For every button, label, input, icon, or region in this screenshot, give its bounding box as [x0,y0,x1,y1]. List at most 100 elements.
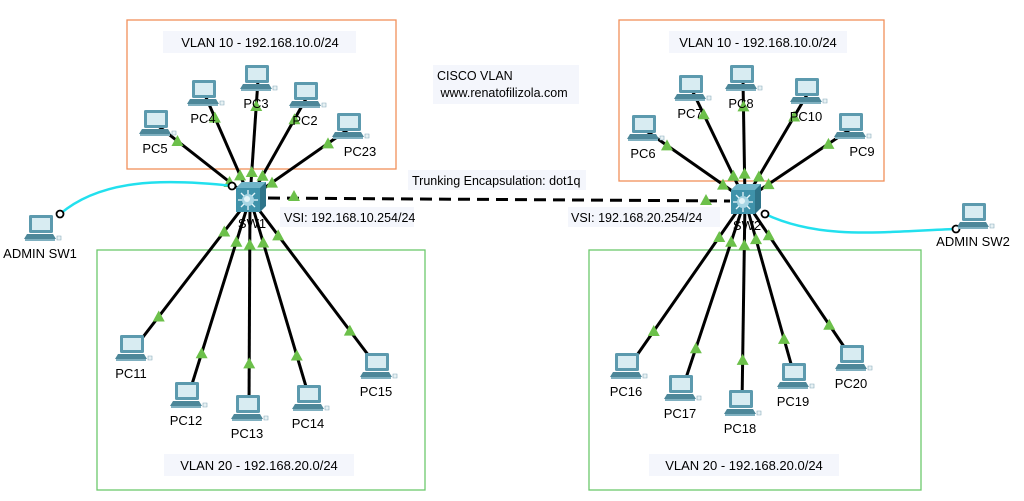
pc-label: PC14 [292,416,325,431]
pc-admin-sw2[interactable]: ADMIN SW2 [936,202,1010,249]
link-status-icon [195,347,208,359]
link-pc17[interactable] [680,199,747,391]
pc-pc23[interactable]: PC23 [331,112,377,159]
pc-pc8[interactable]: PC8 [724,64,763,111]
link-pc2[interactable] [248,96,309,199]
link-status-icon [736,353,749,365]
pc-pc6[interactable]: PC6 [626,114,665,161]
trunk-label: Trunking Encapsulation: dot1q [412,174,580,188]
pc-label: PC18 [724,421,757,436]
pc-pc19[interactable]: PC19 [776,362,815,409]
switch-sw1[interactable]: SW1 [235,181,267,231]
link-status-icon [778,332,790,344]
area-label-sw1-vlan20: VLAN 20 - 192.168.20.0/24 [180,458,338,473]
pc-pc4[interactable]: PC4 [186,79,225,126]
console-cable-sw1[interactable] [59,180,234,215]
link-status-icon [230,235,243,247]
link-status-icon [243,238,256,250]
pc-icon [956,202,995,230]
switch-label: SW1 [238,216,266,231]
switch-label: SW2 [733,218,761,233]
pc-pc17[interactable]: PC17 [663,374,702,421]
port-icon [55,209,65,219]
pc-label: ADMIN SW2 [936,234,1010,249]
link-pc11[interactable] [131,197,252,351]
pc-icon [114,334,153,362]
pc-icon [833,112,872,140]
link-pc23[interactable] [249,126,351,200]
pc-label: PC11 [115,366,147,381]
link-pc14[interactable] [248,197,312,401]
pc-pc3[interactable]: PC3 [239,64,278,111]
multilayer-switch-icon [730,183,762,215]
link-status-icon [689,342,702,354]
pc-icon [186,79,225,107]
area-sw1-vlan20 [96,249,426,491]
pc-icon [626,114,665,142]
pc-label: PC20 [835,376,868,391]
link-pc6[interactable] [644,128,746,202]
pc-pc13[interactable]: PC13 [230,394,269,441]
pc-icon [673,74,712,102]
link-pc16[interactable] [626,199,747,369]
area-label-sw2-vlan10: VLAN 10 - 192.168.10.0/24 [679,35,837,50]
link-pc13[interactable] [247,197,252,411]
pc-pc15[interactable]: PC15 [359,352,398,399]
pc-icon [609,352,648,380]
pc-label: PC12 [170,413,203,428]
pc-pc16[interactable]: PC16 [609,352,648,399]
pc-label: PC2 [292,113,317,128]
link-pc19[interactable] [743,199,797,379]
pc-pc2[interactable]: PC2 [288,81,327,128]
link-pc9[interactable] [744,126,853,202]
pc-label: PC13 [231,426,264,441]
pc-icon [663,374,702,402]
link-pc15[interactable] [248,197,380,369]
pc-icon [834,344,873,372]
console-cable-sw2[interactable] [764,212,956,234]
link-pc18[interactable] [740,199,747,406]
pc-pc5[interactable]: PC5 [138,109,177,156]
pc-icon [230,394,269,422]
pc-pc10[interactable]: PC10 [789,77,828,124]
link-pc7[interactable] [690,89,747,201]
pc-icon [331,112,370,140]
pc-pc12[interactable]: PC12 [169,381,208,428]
pc-icon [138,109,177,137]
link-pc8[interactable] [741,79,747,201]
pc-label: PC10 [790,109,823,124]
link-pc10[interactable] [743,92,810,201]
pc-pc9[interactable]: PC9 [833,112,875,159]
link-status-icon [727,169,740,181]
link-pc20[interactable] [743,199,855,361]
pc-label: PC6 [630,146,655,161]
switch-sw2[interactable]: SW2 [730,183,762,233]
vsi-label-sw1: VSI: 192.168.10.254/24 [284,211,415,225]
area-sw1-vlan10 [126,19,397,170]
link-status-icon [738,239,751,251]
link-status-icon [725,235,738,247]
pc-pc14[interactable]: PC14 [291,384,330,431]
trunk-link[interactable] [267,196,731,203]
area-sw2-vlan20 [588,249,922,491]
link-pc4[interactable] [203,94,252,199]
multilayer-switch-icon [235,181,267,213]
port-icon [760,209,770,219]
port-icon [227,181,237,191]
pc-admin-sw1[interactable]: ADMIN SW1 [3,214,77,261]
pc-pc11[interactable]: PC11 [114,334,153,381]
pc-pc7[interactable]: PC7 [673,74,712,121]
pc-label: PC23 [344,144,377,159]
pc-icon [169,381,208,409]
link-status-icon [738,167,751,179]
pc-icon [789,77,828,105]
pc-pc18[interactable]: PC18 [723,389,762,436]
pc-label: PC16 [610,384,643,399]
pc-pc20[interactable]: PC20 [834,344,873,391]
note-title: CISCO VLAN [437,69,513,83]
link-pc3[interactable] [248,79,260,199]
pc-label: PC9 [849,144,874,159]
link-status-icon [245,166,258,178]
link-pc12[interactable] [186,197,252,398]
